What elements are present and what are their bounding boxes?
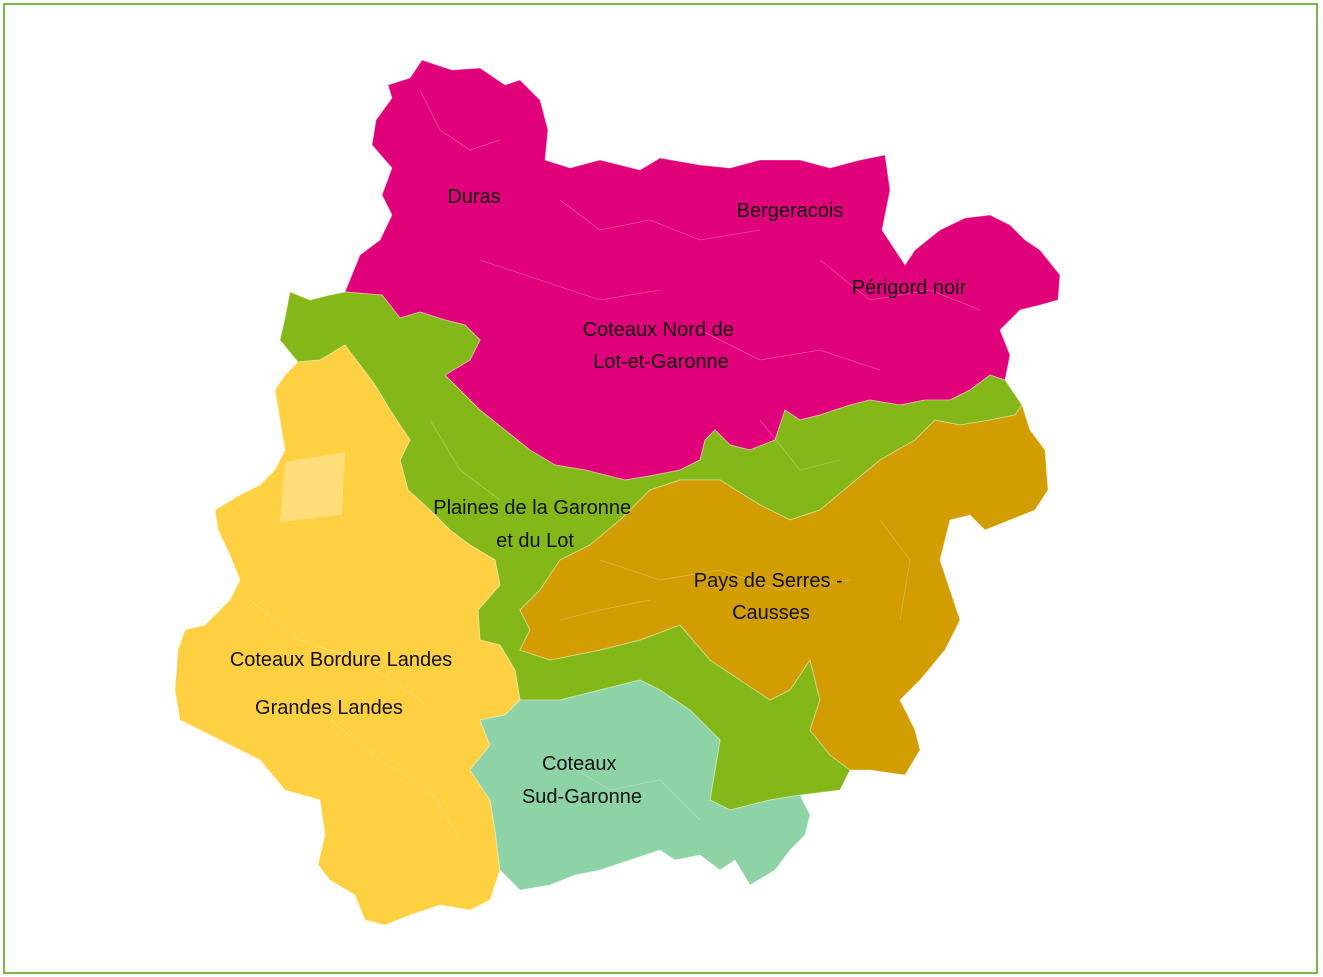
label-perigord-noir: Périgord noir xyxy=(852,277,967,299)
label-plaines-garonne: Plaines de la Garonne et du Lot xyxy=(433,497,636,552)
region-coteaux-bordure[interactable] xyxy=(174,344,521,926)
label-coteaux-sud: Coteaux Sud-Garonne xyxy=(522,753,642,808)
region-pays-serres[interactable] xyxy=(519,403,1049,776)
region-coteaux-sud[interactable] xyxy=(469,679,811,891)
label-duras: Duras xyxy=(447,186,500,208)
commune-boundaries xyxy=(249,89,981,841)
light-patch xyxy=(280,452,345,522)
map-labels: Duras Bergeracois Périgord noir Coteaux … xyxy=(230,186,967,808)
label-coteaux-nord: Coteaux Nord de Lot-et-Garonne xyxy=(583,319,740,373)
label-grandes-landes: Grandes Landes xyxy=(255,697,403,719)
region-coteaux-nord[interactable] xyxy=(344,59,1061,481)
label-pays-serres: Pays de Serres - Causses xyxy=(694,570,849,624)
label-coteaux-bordure: Coteaux Bordure Landes xyxy=(230,649,452,671)
label-bergeracois: Bergeracois xyxy=(737,200,844,222)
